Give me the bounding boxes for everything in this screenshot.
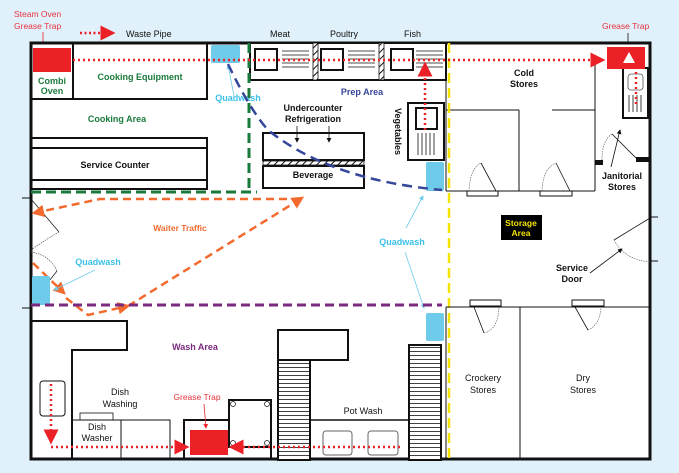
waiter-traffic-route xyxy=(127,196,305,308)
triangle-icon xyxy=(623,52,635,63)
label-refrigeration: Refrigeration xyxy=(285,114,341,124)
quadwash-prep xyxy=(426,162,444,191)
drainer-poultry xyxy=(348,50,375,68)
wash-counter xyxy=(31,320,128,459)
sink-bowl xyxy=(415,107,438,130)
label-janitorial: Janitorial xyxy=(602,171,642,181)
sink-bowl xyxy=(367,430,399,456)
label-beverage: Beverage xyxy=(293,170,334,180)
label-dish-washer-1: Dish xyxy=(88,422,106,432)
cold-store-door[interactable] xyxy=(466,162,499,197)
prep-counter xyxy=(249,42,447,81)
label-service-counter: Service Counter xyxy=(80,160,150,170)
hand-sink xyxy=(39,380,66,417)
pointer-arrow xyxy=(405,195,424,229)
label-vegetables: Vegetables xyxy=(393,108,403,155)
pointer-arrow xyxy=(404,251,425,309)
prep-zone-boundary xyxy=(226,63,443,192)
wall-stub xyxy=(595,160,603,165)
dish-washer-hood xyxy=(79,412,114,421)
label-pot-wash: Pot Wash xyxy=(344,406,383,416)
service-counter xyxy=(30,137,208,190)
label-storage-area: Area xyxy=(512,228,531,238)
label-oven: Oven xyxy=(41,86,64,96)
drainer xyxy=(417,133,435,155)
cold-store-door[interactable] xyxy=(539,162,573,197)
janitorial-door[interactable] xyxy=(601,133,637,161)
waiter-traffic-route xyxy=(65,297,131,317)
pot-wash-sink xyxy=(309,419,410,460)
pot-wash-table xyxy=(277,329,349,361)
label-storage: Storage xyxy=(505,218,537,228)
label-quadwash-left: Quadwash xyxy=(75,257,121,267)
undercounter-refrigeration xyxy=(262,132,365,161)
label-grease-trap-top: Grease Trap xyxy=(602,21,650,31)
quadwash-wash xyxy=(426,313,444,341)
divider xyxy=(262,160,365,166)
divider xyxy=(378,42,385,81)
pointer-arrow xyxy=(226,64,235,97)
label-wash-area: Wash Area xyxy=(172,342,219,352)
label-service-door: Door xyxy=(562,274,583,284)
legend-steam-oven: Steam Oven xyxy=(14,9,62,19)
waiter-traffic-route xyxy=(31,197,300,218)
label-grease-trap-bottom: Grease Trap xyxy=(173,392,221,402)
label-combi: Combi xyxy=(38,76,66,86)
grease-trap-bottom xyxy=(190,430,228,455)
service-door[interactable] xyxy=(613,217,651,263)
label-crockery-stores: Stores xyxy=(470,385,497,395)
stores-walls xyxy=(445,306,650,459)
label-dry-stores: Stores xyxy=(570,385,597,395)
label-cold: Cold xyxy=(514,68,534,78)
pot-rack-left xyxy=(277,359,311,461)
quadwash-left xyxy=(32,276,50,305)
label-prep-area: Prep Area xyxy=(341,87,384,97)
storage-area-badge xyxy=(501,215,542,240)
label-meat: Meat xyxy=(270,29,291,39)
wall-stub xyxy=(636,157,649,162)
waiter-traffic-route xyxy=(32,262,66,295)
label-poultry: Poultry xyxy=(330,29,359,39)
legend-grease-trap: Grease Trap xyxy=(14,21,62,31)
label-janitorial-stores: Stores xyxy=(608,182,636,192)
label-quadwash-mid: Quadwash xyxy=(379,237,425,247)
legend-waste-pipe: Waste Pipe xyxy=(126,29,172,39)
steam-oven-grease-trap xyxy=(33,48,71,72)
pointer-arrow xyxy=(589,248,623,274)
quadwash-top xyxy=(211,45,240,63)
label-quadwash-top: Quadwash xyxy=(215,93,261,103)
pot-rack-right xyxy=(408,344,442,461)
label-dish: Dish xyxy=(111,387,129,397)
pointer-arrow xyxy=(203,403,209,429)
label-cold-stores: Stores xyxy=(510,79,538,89)
cooking-equipment xyxy=(72,42,208,100)
pointer-arrow xyxy=(610,129,622,168)
equipment-table xyxy=(228,399,272,448)
label-undercounter: Undercounter xyxy=(283,103,343,113)
label-cooking-equipment: Cooking Equipment xyxy=(98,72,183,82)
building-outline xyxy=(29,41,652,461)
sink-bowl xyxy=(322,430,353,456)
label-fish: Fish xyxy=(404,29,421,39)
label-dry: Dry xyxy=(576,373,590,383)
label-crockery: Crockery xyxy=(465,373,502,383)
label-service: Service xyxy=(556,263,588,273)
dry-store-door[interactable] xyxy=(571,299,605,331)
label-dish-washer-2: Washer xyxy=(82,433,113,443)
label-waiter-traffic: Waiter Traffic xyxy=(153,223,207,233)
label-cooking-area: Cooking Area xyxy=(88,114,147,124)
crockery-store-door[interactable] xyxy=(469,299,502,334)
label-dish-washing: Washing xyxy=(103,399,138,409)
pointer-arrow xyxy=(53,269,96,291)
divider xyxy=(312,42,319,81)
